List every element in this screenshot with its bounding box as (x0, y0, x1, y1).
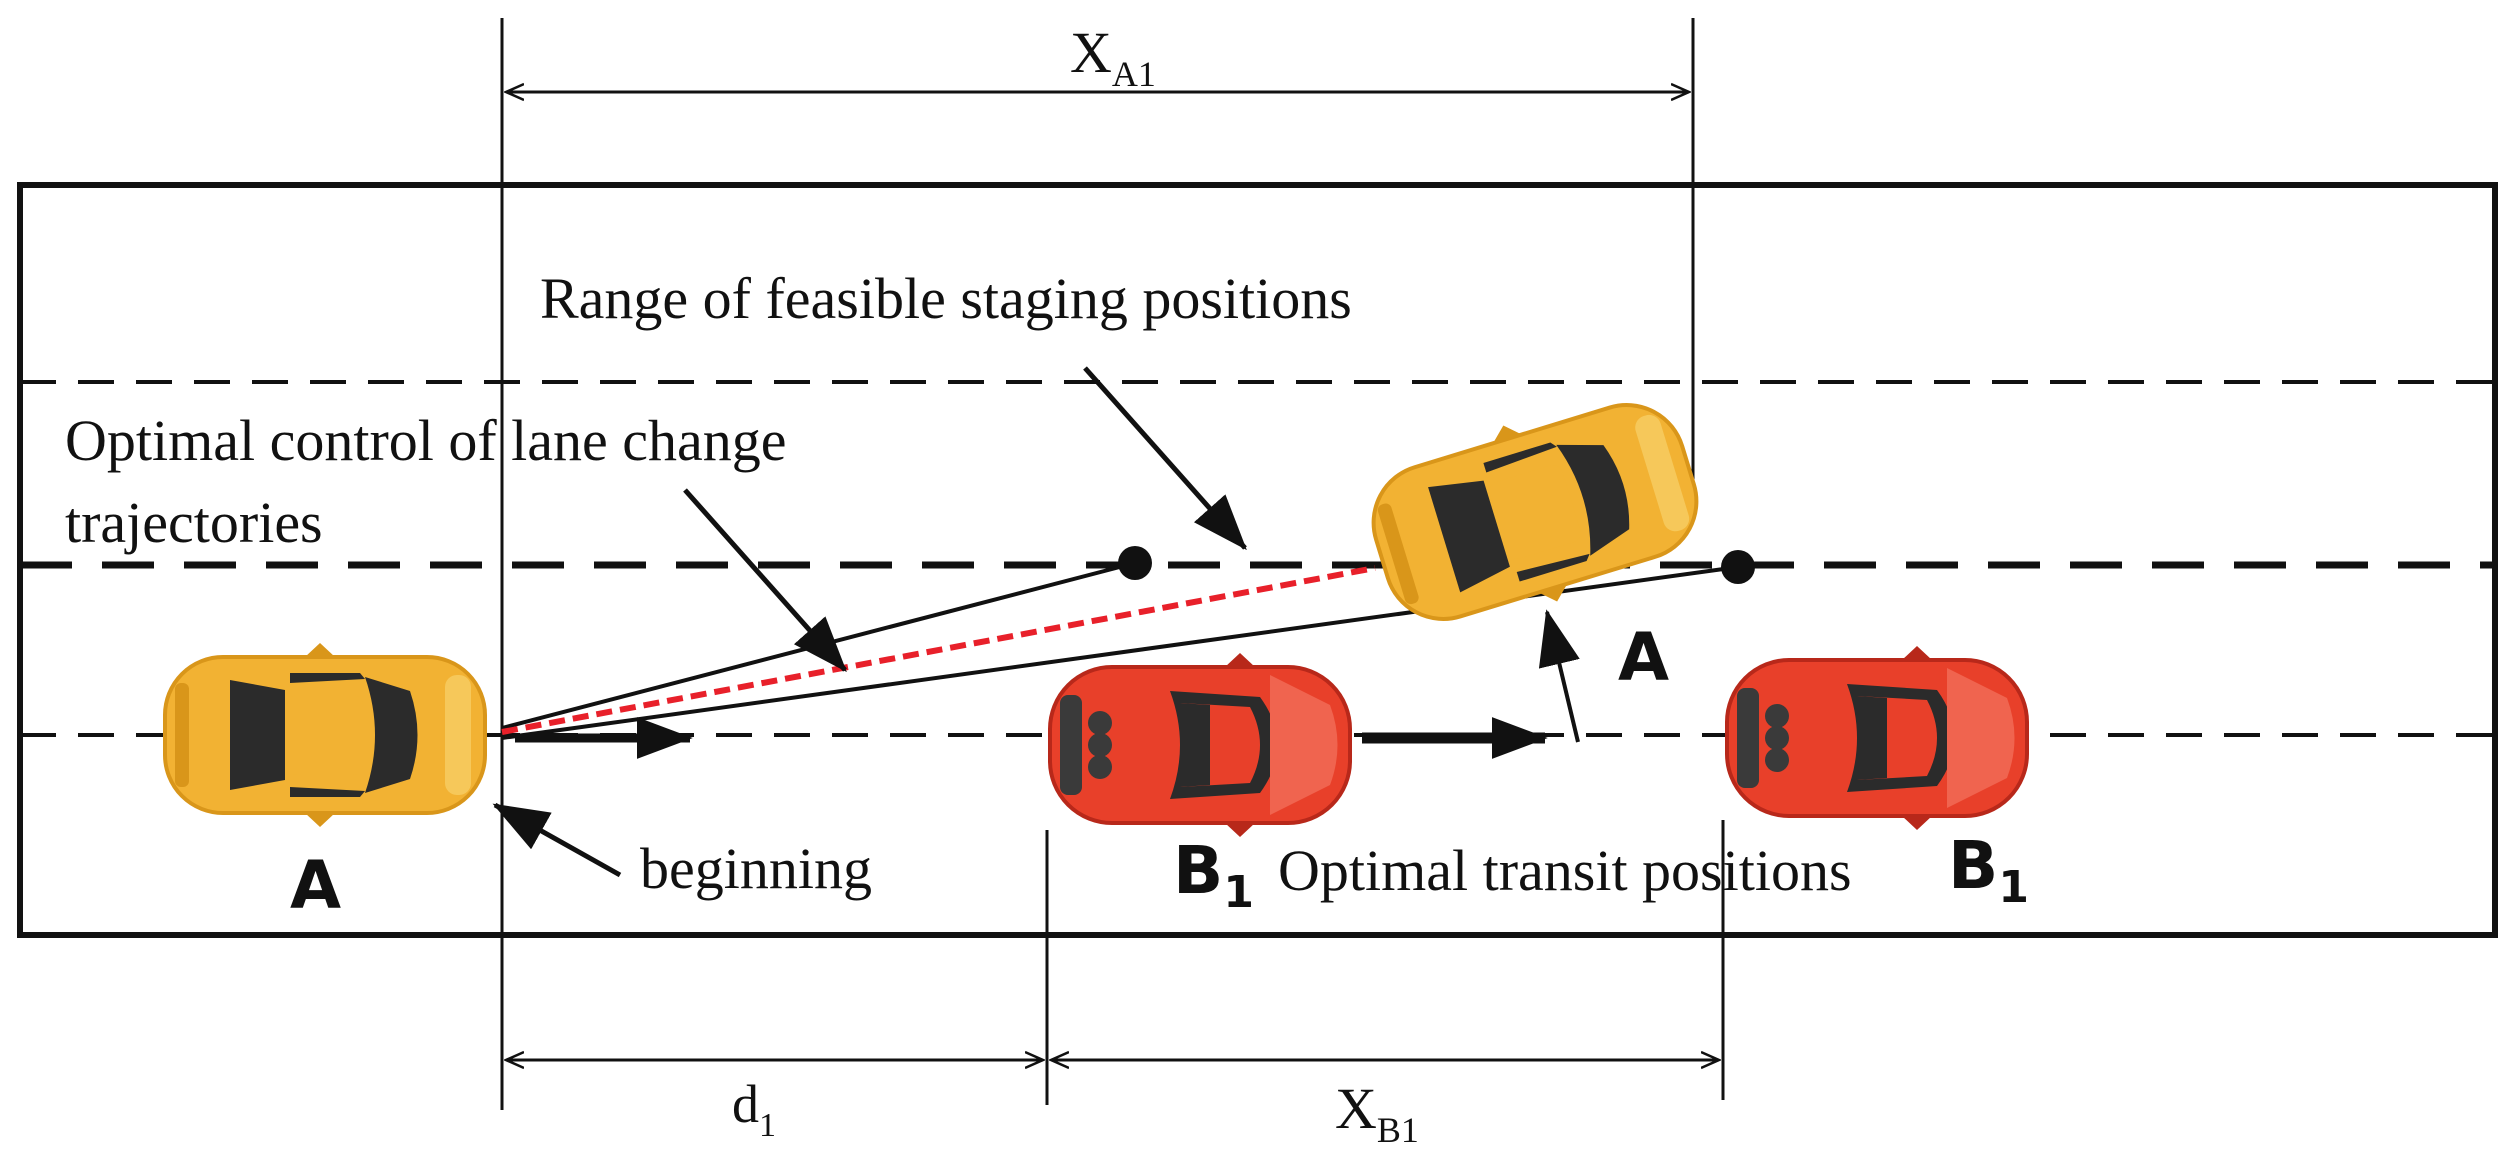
pointer-arrow-range (1083, 366, 1247, 551)
staging-point-far (1721, 550, 1755, 584)
label-x-b1: XB1 (1335, 1076, 1419, 1150)
optimal-trajectory (501, 565, 1376, 735)
label-car-a-end: A (1618, 619, 1669, 696)
pointer-arrow-to-car-a-end (1538, 609, 1580, 743)
label-optimal-transit-positions: Optimal transit positions (1278, 838, 1852, 903)
label-optimal-control-line2: trajectories (65, 490, 323, 555)
red-car-icon (1048, 651, 1352, 839)
yellow-car-icon (163, 641, 487, 829)
label-range-of-feasible-staging-positions: Range of feasible staging positions (540, 266, 1352, 331)
label-car-b1-second: B1 (1948, 827, 2029, 913)
label-car-a-start: A (290, 847, 341, 924)
yellow-car-icon (1353, 375, 1717, 649)
pointer-arrow-beginning (492, 802, 622, 878)
red-car-icon (1725, 644, 2029, 832)
label-d1: d1 (732, 1074, 776, 1144)
road-boundary (17, 182, 2498, 938)
label-car-b1-first: B1 (1173, 832, 1254, 918)
trajectory-upper-bound (501, 561, 1136, 730)
label-x-a1: XA1 (1070, 20, 1156, 94)
label-beginning: beginning (640, 836, 872, 901)
pointer-arrow-optimal-control (683, 488, 847, 673)
label-optimal-control-line1: Optimal control of lane change (65, 408, 787, 473)
staging-point-near (1118, 546, 1152, 580)
